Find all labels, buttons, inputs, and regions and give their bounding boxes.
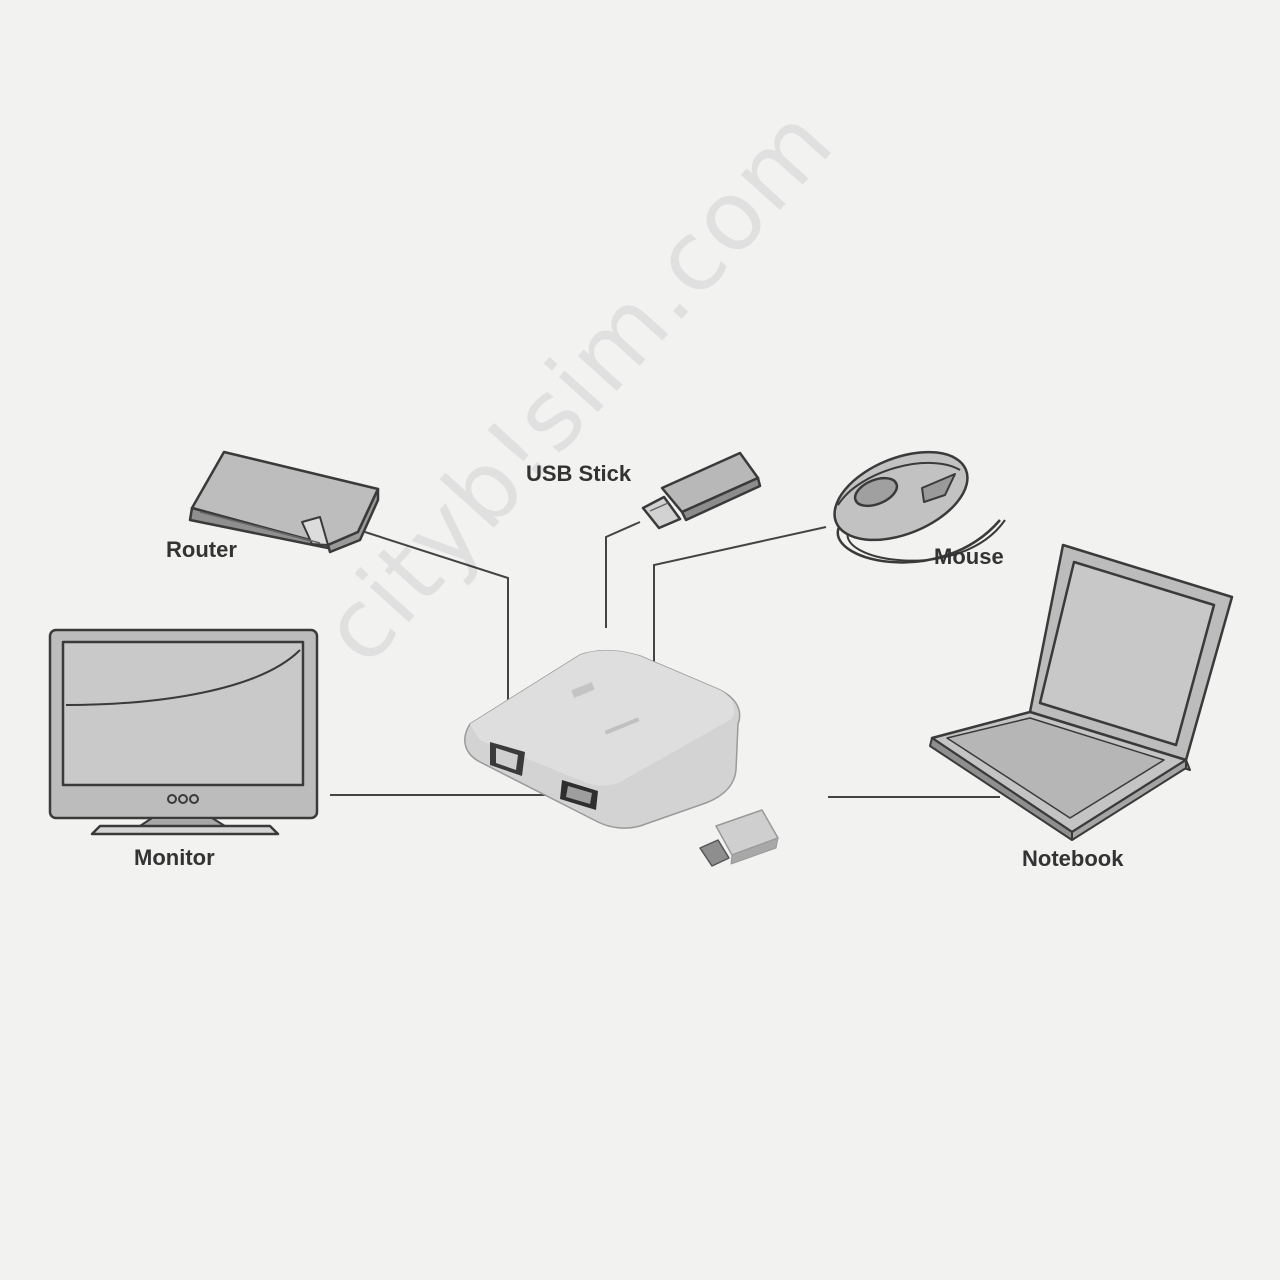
connection-lines — [330, 521, 1000, 798]
usb-c-hub-device — [464, 649, 741, 829]
mouse-label: Mouse — [934, 544, 1004, 569]
usbstick-to-hub-line — [605, 521, 641, 628]
usb-stick-label: USB Stick — [526, 461, 632, 486]
notebook-device — [929, 543, 1234, 841]
notebook-label: Notebook — [1022, 846, 1124, 871]
usb-c-adapter-device — [699, 809, 779, 867]
monitor-device — [48, 628, 319, 836]
usb-stick-device — [641, 451, 762, 530]
mouse-device — [833, 450, 1006, 564]
router-to-hub-line — [364, 531, 509, 745]
mouse-to-hub-line — [653, 526, 827, 662]
router-label: Router — [166, 537, 237, 562]
monitor-label: Monitor — [134, 845, 215, 870]
router-device — [188, 450, 380, 554]
